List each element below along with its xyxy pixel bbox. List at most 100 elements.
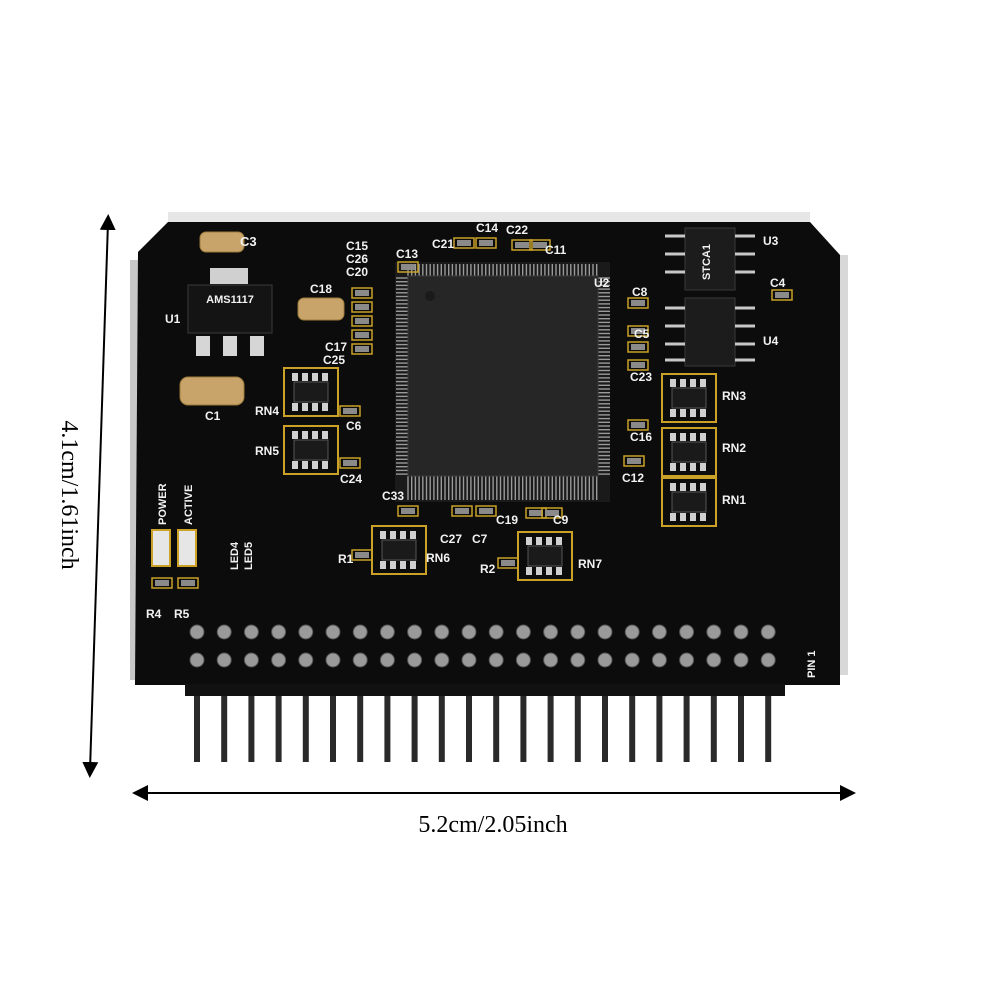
label-rn7: RN7 <box>578 557 602 571</box>
resistor-network-rn3 <box>661 373 717 423</box>
label-rn3: RN3 <box>722 389 746 403</box>
smd-capacitor <box>627 359 649 371</box>
smd-capacitor <box>339 405 361 417</box>
label-c24: C24 <box>340 472 362 486</box>
header-pad <box>706 624 722 640</box>
label-active: ACTIVE <box>183 485 195 525</box>
header-pad <box>298 652 314 668</box>
header-pad <box>543 624 559 640</box>
label-pin1: PIN 1 <box>806 650 818 678</box>
label-c9: C9 <box>553 513 569 527</box>
header-pad <box>760 624 776 640</box>
smd-capacitor <box>397 261 419 273</box>
header-pin <box>330 690 336 762</box>
smd-capacitor <box>151 577 173 589</box>
header-pad <box>325 624 341 640</box>
smd-capacitor <box>177 577 199 589</box>
smd-capacitor <box>497 557 519 569</box>
label-led5: LED5 <box>243 542 255 570</box>
header-pad <box>379 624 395 640</box>
ide-header-connector <box>185 624 785 762</box>
header-pin <box>710 690 717 762</box>
header-pin <box>411 690 418 762</box>
header-pin <box>602 690 608 762</box>
header-pad <box>597 652 613 668</box>
resistor-network-rn5 <box>283 425 339 475</box>
header-pad <box>379 652 395 668</box>
header-pad <box>434 624 450 640</box>
label-c33: C33 <box>382 489 404 503</box>
resistor-network-rn2 <box>661 427 717 477</box>
label-c3: C3 <box>240 234 257 249</box>
header-pad <box>570 624 586 640</box>
header-pad <box>243 624 259 640</box>
resistor-network-rn4 <box>283 367 339 417</box>
smd-capacitor <box>771 289 793 301</box>
header-pad <box>543 652 559 668</box>
header-pin <box>574 690 581 762</box>
header-pad <box>352 652 368 668</box>
header-pad <box>733 624 749 640</box>
smd-capacitor <box>627 419 649 431</box>
header-pin <box>275 690 282 762</box>
label-u2: U2 <box>594 276 610 290</box>
label-u4: U4 <box>763 334 779 348</box>
label-c11: C11 <box>545 243 567 257</box>
header-pad <box>216 652 232 668</box>
smd-capacitor <box>627 297 649 309</box>
header-pin <box>438 690 445 762</box>
resistor-network-rn7 <box>517 531 573 581</box>
ic-u3: STCA1 <box>684 227 736 291</box>
header-pad <box>651 624 667 640</box>
smd-capacitor <box>351 287 373 299</box>
header-pad <box>189 624 205 640</box>
header-plastic <box>185 684 785 696</box>
header-pin <box>547 690 554 762</box>
label-u1: U1 <box>165 312 181 326</box>
capacitor-c3 <box>199 231 245 253</box>
active-led <box>177 529 197 567</box>
label-c14: C14 <box>476 221 498 235</box>
header-pad <box>706 652 722 668</box>
label-c6: C6 <box>346 419 362 433</box>
header-pad <box>434 652 450 668</box>
header-pin <box>683 690 690 762</box>
header-pin <box>738 690 744 762</box>
header-pad <box>407 652 423 668</box>
board-side-edge-left <box>130 260 140 680</box>
smd-capacitor <box>529 239 551 251</box>
header-pad <box>271 652 287 668</box>
header-pin <box>656 690 663 762</box>
label-c16: C16 <box>630 430 652 444</box>
label-rn6: RN6 <box>426 551 450 565</box>
header-pad <box>216 624 232 640</box>
header-pin <box>520 690 527 762</box>
height-label: 4.1cm/1.61inch <box>56 420 82 569</box>
label-c15: C15 <box>346 239 368 253</box>
header-pad <box>515 624 531 640</box>
label-led4: LED4 <box>229 541 241 570</box>
label-c7: C7 <box>472 532 488 546</box>
header-pad <box>407 624 423 640</box>
header-pad <box>651 652 667 668</box>
label-c1: C1 <box>205 409 221 423</box>
smd-capacitor <box>351 343 373 355</box>
voltage-regulator-u1: AMS1117 <box>187 268 273 356</box>
header-pad <box>624 652 640 668</box>
label-r2: R2 <box>480 562 496 576</box>
svg-text:STCA1: STCA1 <box>701 244 713 280</box>
smd-capacitor <box>475 237 497 249</box>
label-c4: C4 <box>770 276 786 290</box>
header-pad <box>515 652 531 668</box>
header-pad <box>243 652 259 668</box>
header-pin <box>466 690 472 762</box>
header-pad <box>679 624 695 640</box>
label-r1: R1 <box>338 552 354 566</box>
label-rn2: RN2 <box>722 441 746 455</box>
resistor-network-rn6 <box>371 525 427 575</box>
label-rn1: RN1 <box>722 493 746 507</box>
width-label: 5.2cm/2.05inch <box>418 812 567 838</box>
smd-capacitor <box>339 457 361 469</box>
header-pin <box>221 690 228 762</box>
